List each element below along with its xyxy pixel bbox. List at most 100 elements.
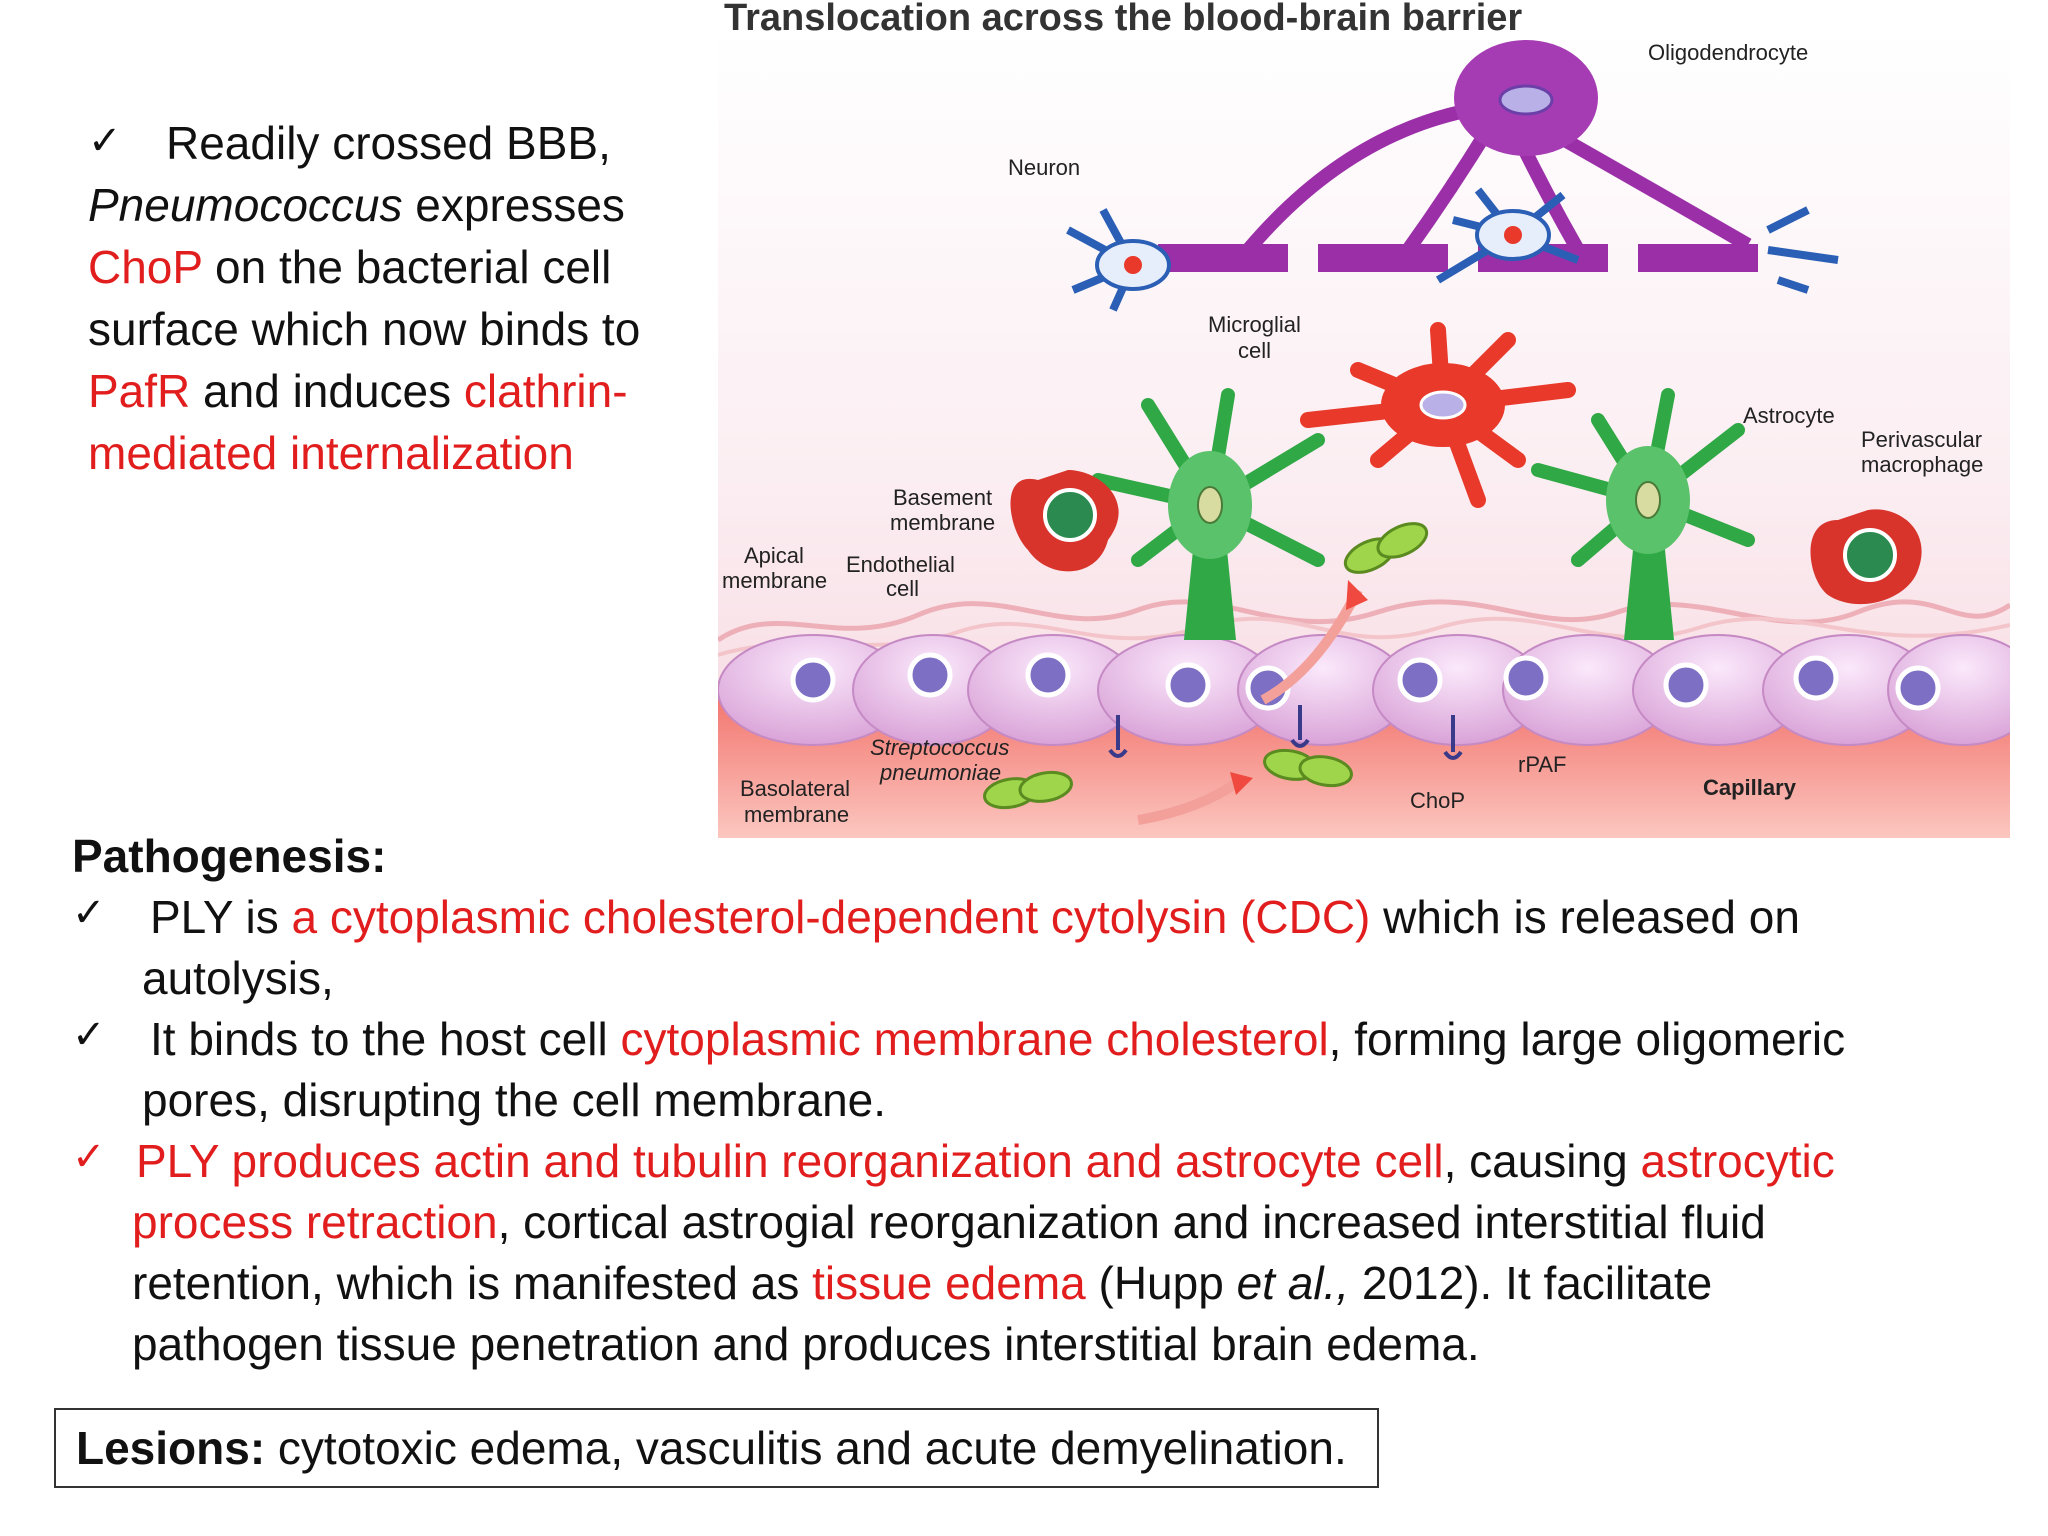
edema-term: tissue edema bbox=[812, 1257, 1086, 1309]
bullet-text: , causing bbox=[1443, 1135, 1641, 1187]
surface-text: on the bacterial cell surface which now … bbox=[88, 241, 641, 355]
check-icon: ✓ bbox=[88, 119, 122, 163]
bbb-figure: Translocation across the blood-brain bar… bbox=[718, 0, 2010, 838]
bbb-illustration: Translocation across the blood-brain bar… bbox=[718, 0, 2010, 838]
label-microglial-1: Microglial bbox=[1208, 312, 1301, 337]
check-icon: ✓ bbox=[72, 1135, 106, 1179]
lesions-text: cytotoxic edema, vasculitis and acute de… bbox=[265, 1422, 1347, 1474]
chop-term: ChoP bbox=[88, 241, 203, 293]
oligodendrocyte-process bbox=[1242, 98, 1752, 255]
astrocyte-left bbox=[1091, 388, 1325, 640]
label-apical-2: membrane bbox=[722, 568, 827, 593]
macrophage-nucleus bbox=[1043, 488, 1097, 542]
label-streptococcus-2: pneumoniae bbox=[879, 760, 1001, 785]
bullet-text: 2012). It facilitate bbox=[1349, 1257, 1713, 1309]
bullet-text: It binds to the host cell bbox=[150, 1013, 621, 1065]
expresses-text: expresses bbox=[402, 179, 625, 231]
bullet-astrocyte: ✓ PLY produces actin and tubulin reorgan… bbox=[72, 1131, 2012, 1375]
bullet-text: autolysis, bbox=[142, 952, 334, 1004]
nucleus bbox=[907, 652, 953, 698]
astrocytic-term: astrocytic bbox=[1640, 1135, 1835, 1187]
arrow-head-icon bbox=[1346, 580, 1368, 610]
label-streptococcus-1: Streptococcus bbox=[870, 735, 1009, 760]
oligodendrocyte bbox=[1158, 40, 1758, 272]
label-endothelial-1: Endothelial bbox=[846, 552, 955, 577]
pathogenesis-section: Pathogenesis: ✓ PLY is a cytoplasmic cho… bbox=[72, 826, 2012, 1375]
microglial-cell bbox=[1300, 322, 1576, 508]
macrophage-nucleus bbox=[1843, 528, 1897, 582]
label-rpaf: rPAF bbox=[1518, 752, 1566, 777]
bullet-ply-cdc: ✓ PLY is a cytoplasmic cholesterol-depen… bbox=[72, 887, 2012, 1009]
figure-title: Translocation across the blood-brain bar… bbox=[724, 0, 1522, 39]
receptor-icon bbox=[1443, 715, 1463, 760]
astrocyte-nucleus bbox=[1197, 486, 1223, 524]
nucleus bbox=[1165, 662, 1211, 708]
chop-pafr-text: ✓ Readily crossed BBB, Pneumococcus expr… bbox=[88, 112, 688, 484]
pathogenesis-heading: Pathogenesis: bbox=[72, 830, 387, 882]
pneumococcus-term: Pneumococcus bbox=[88, 179, 403, 231]
actin-tubulin-term: PLY produces actin and tubulin reorganiz… bbox=[136, 1135, 1444, 1187]
endothelial-cell bbox=[1887, 634, 2010, 746]
label-endothelial-2: cell bbox=[886, 576, 919, 601]
bullet-text: pores, disrupting the cell membrane. bbox=[142, 1074, 887, 1126]
induces-text: and induces bbox=[190, 365, 464, 417]
check-icon: ✓ bbox=[72, 1013, 106, 1057]
rpaf-receptors bbox=[1108, 705, 1463, 760]
oligodendrocyte-nucleus bbox=[1498, 84, 1554, 116]
astrocyte-nucleus bbox=[1635, 481, 1661, 519]
label-chop: ChoP bbox=[1410, 788, 1465, 813]
nucleus bbox=[1663, 662, 1709, 708]
bullet-text: retention, which is manifested as bbox=[132, 1257, 813, 1309]
entry-arrow bbox=[1137, 777, 1241, 825]
label-perivascular-1: Perivascular bbox=[1861, 427, 1982, 452]
microglia-nucleus bbox=[1419, 390, 1467, 420]
neuron-2 bbox=[1435, 187, 1580, 284]
nucleus bbox=[1397, 657, 1443, 703]
bullet-text: , forming large oligomeric bbox=[1328, 1013, 1846, 1065]
label-oligodendrocyte: Oligodendrocyte bbox=[1648, 40, 1808, 65]
bullet-text: pathogen tissue penetration and produces… bbox=[132, 1318, 1480, 1370]
nucleus bbox=[1025, 652, 1071, 698]
nucleus bbox=[1793, 655, 1839, 701]
arrow-head-icon bbox=[1230, 772, 1253, 795]
label-basolateral-2: membrane bbox=[744, 802, 849, 827]
lesions-box: Lesions: cytotoxic edema, vasculitis and… bbox=[54, 1408, 1379, 1488]
label-apical-1: Apical bbox=[744, 543, 804, 568]
nucleus bbox=[790, 657, 836, 703]
receptor-icon bbox=[1290, 705, 1310, 748]
nucleus bbox=[1503, 655, 1549, 701]
clathrin-term: clathrin-mediated internalization bbox=[88, 365, 628, 479]
receptor-icon bbox=[1108, 715, 1128, 758]
nucleus bbox=[1895, 665, 1941, 711]
bullet-text: PLY is bbox=[150, 891, 292, 943]
macrophage-right bbox=[1810, 509, 1922, 605]
retraction-term: process retraction bbox=[132, 1196, 498, 1248]
bullet-text: , cortical astrogial reorganization and … bbox=[497, 1196, 1766, 1248]
neuron-dendrite-right bbox=[1766, 206, 1839, 294]
label-astrocyte: Astrocyte bbox=[1743, 403, 1835, 428]
neuron-nucleus bbox=[1124, 256, 1142, 274]
neuron bbox=[1066, 208, 1171, 312]
streptococcus-bacteria bbox=[983, 522, 1429, 810]
label-basement-2: membrane bbox=[890, 510, 995, 535]
bullet-text: which is released on bbox=[1370, 891, 1800, 943]
citation-etal: et al., bbox=[1236, 1257, 1350, 1309]
label-basolateral-1: Basolateral bbox=[740, 776, 850, 801]
label-microglial-2: cell bbox=[1238, 338, 1271, 363]
bacterium-capillary bbox=[1263, 748, 1353, 788]
bullet-text: (Hupp bbox=[1085, 1257, 1237, 1309]
bacterium-brain bbox=[1343, 522, 1429, 574]
cdc-term: a cytoplasmic cholesterol-dependent cyto… bbox=[291, 891, 1371, 943]
cholesterol-term: cytoplasmic membrane cholesterol bbox=[620, 1013, 1329, 1065]
label-basement-1: Basement bbox=[893, 485, 992, 510]
macrophage-left bbox=[1010, 470, 1119, 572]
bacterium-capillary bbox=[983, 770, 1073, 810]
label-neuron: Neuron bbox=[1008, 155, 1080, 180]
endothelial-nuclei bbox=[790, 652, 1941, 711]
check-icon: ✓ bbox=[72, 891, 106, 935]
basement-membrane bbox=[718, 599, 2010, 643]
label-perivascular-2: macrophage bbox=[1861, 452, 1983, 477]
label-capillary: Capillary bbox=[1703, 775, 1797, 800]
bullet-cholesterol: ✓ It binds to the host cell cytoplasmic … bbox=[72, 1009, 2012, 1131]
pafr-term: PafR bbox=[88, 365, 191, 417]
